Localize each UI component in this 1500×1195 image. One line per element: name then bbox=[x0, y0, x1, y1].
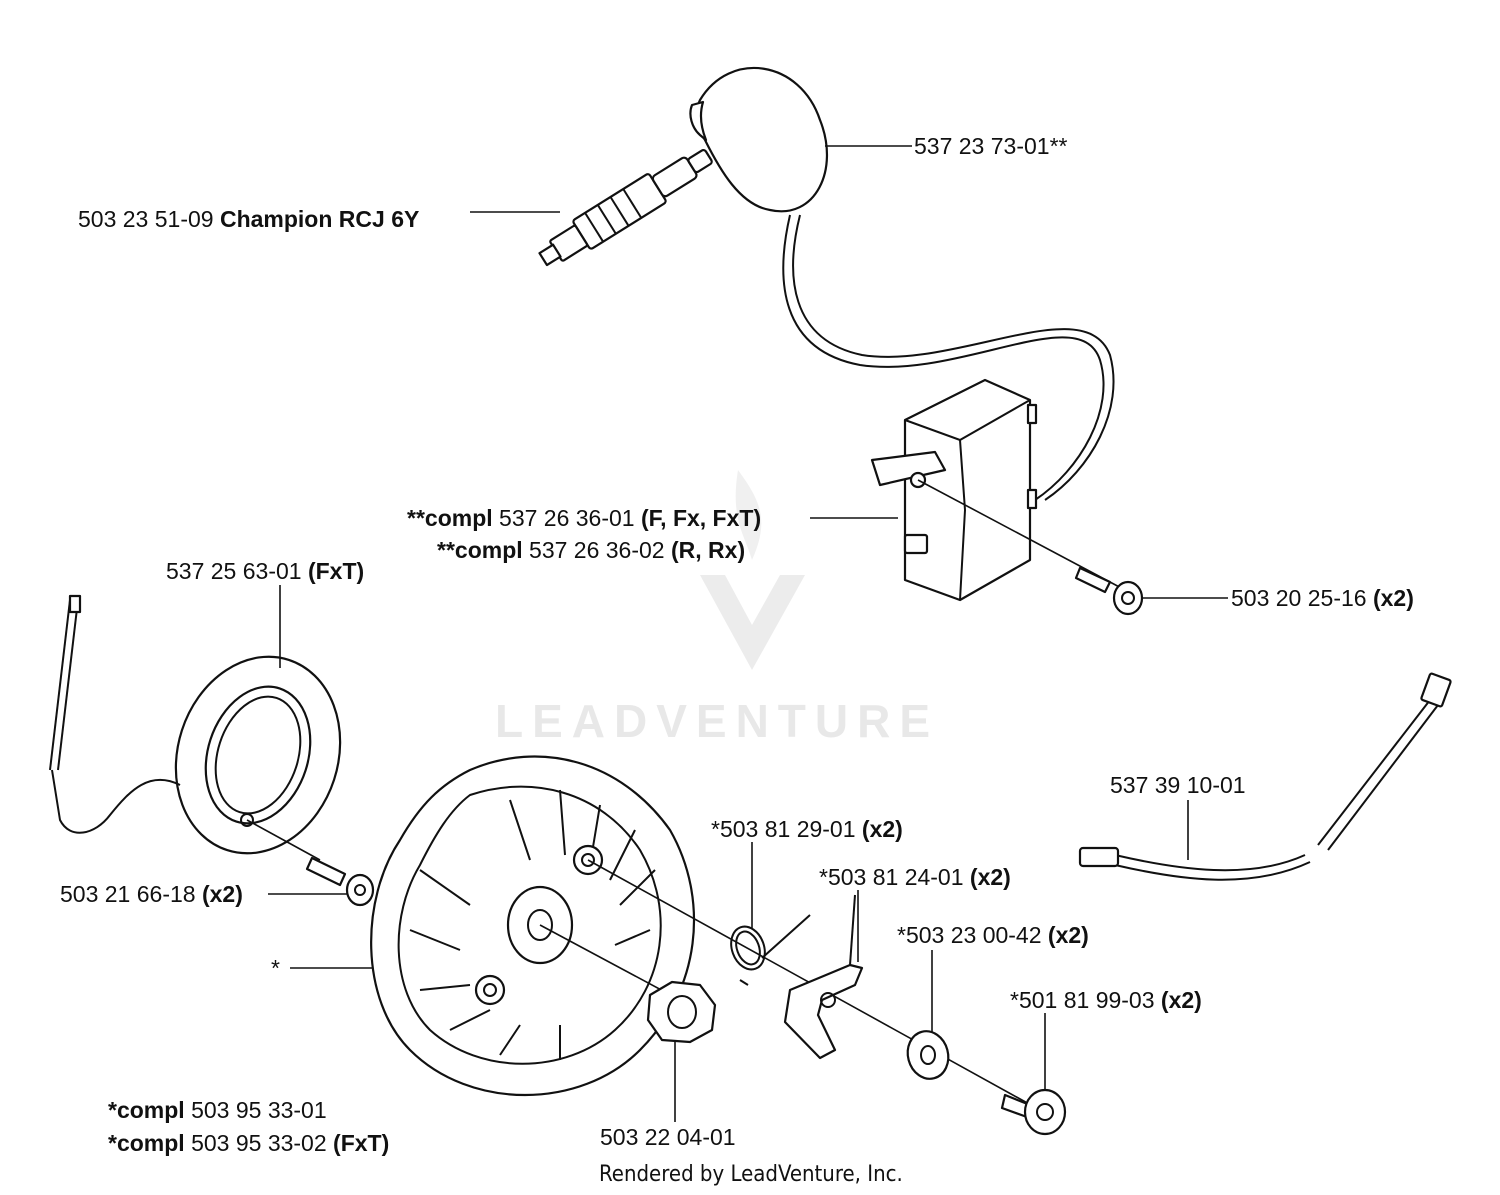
part-note: (x2) bbox=[861, 816, 903, 842]
plug-cap-icon bbox=[689, 66, 1115, 501]
label-module-1: **compl 537 26 36-01 (F, Fx, FxT) bbox=[407, 505, 761, 531]
part-note: Champion RCJ 6Y bbox=[219, 206, 420, 232]
part-number: 503 95 33-01 bbox=[191, 1097, 327, 1123]
label-nut: 503 22 04-01 bbox=[600, 1124, 736, 1150]
part-note: (x2) bbox=[201, 881, 243, 907]
part-number: 503 20 25-16 bbox=[1231, 585, 1367, 611]
screw-icon bbox=[917, 479, 1144, 616]
footer-credit: Rendered by LeadVenture, Inc. bbox=[599, 1162, 903, 1187]
part-note: (x2) bbox=[1372, 585, 1414, 611]
label-coil-screw: 503 21 66-18 (x2) bbox=[60, 881, 243, 907]
ignition-module-icon bbox=[870, 378, 1038, 602]
part-number: 537 26 36-01 bbox=[499, 505, 635, 531]
nut-icon bbox=[646, 980, 717, 1044]
screw-icon bbox=[246, 819, 375, 907]
part-note: (FxT) bbox=[307, 558, 365, 584]
spark-plug-icon bbox=[538, 149, 713, 267]
part-number: 537 25 63-01 bbox=[166, 558, 302, 584]
label-module-2: **compl 537 26 36-02 (R, Rx) bbox=[437, 537, 745, 563]
part-note: (FxT) bbox=[333, 1130, 390, 1156]
label-pawl: *503 81 24-01 (x2) bbox=[819, 864, 1011, 890]
part-note: (x2) bbox=[1160, 987, 1202, 1013]
part-prefix: **compl bbox=[437, 537, 523, 563]
spring-ring-icon bbox=[730, 914, 811, 986]
part-number: 537 23 73-01** bbox=[914, 133, 1068, 159]
part-number: * bbox=[271, 955, 280, 981]
part-prefix: *compl bbox=[108, 1097, 185, 1123]
label-flywheel-2: *compl 503 95 33-02 (FxT) bbox=[108, 1130, 389, 1156]
part-number: 503 95 33-02 bbox=[191, 1130, 327, 1156]
part-note: (F, Fx, FxT) bbox=[641, 505, 762, 531]
label-ring: *503 81 29-01 (x2) bbox=[711, 816, 903, 842]
part-number: *501 81 99-03 bbox=[1010, 987, 1155, 1013]
part-number: *503 23 00-42 bbox=[897, 922, 1042, 948]
part-number: *503 81 24-01 bbox=[819, 864, 964, 890]
part-note: (x2) bbox=[1047, 922, 1089, 948]
part-number: 537 26 36-02 bbox=[529, 537, 665, 563]
label-plug-cap: 537 23 73-01** bbox=[914, 133, 1067, 159]
flywheel-icon bbox=[370, 755, 696, 1096]
part-number: 503 21 66-18 bbox=[60, 881, 196, 907]
part-number: 503 22 04-01 bbox=[600, 1124, 736, 1150]
part-number: *503 81 29-01 bbox=[711, 816, 856, 842]
washer-icon bbox=[906, 1030, 950, 1080]
label-coil: 537 25 63-01 (FxT) bbox=[166, 558, 364, 584]
label-flywheel-1: *compl 503 95 33-01 bbox=[108, 1097, 327, 1123]
screw-icon bbox=[1000, 1088, 1067, 1136]
label-module-screw: 503 20 25-16 (x2) bbox=[1231, 585, 1414, 611]
coil-icon bbox=[49, 594, 342, 855]
label-pawl-screw: *501 81 99-03 (x2) bbox=[1010, 987, 1202, 1013]
label-spark-plug: 503 23 51-09 Champion RCJ 6Y bbox=[78, 206, 419, 232]
label-flywheel-star: * bbox=[271, 955, 280, 981]
label-wire: 537 39 10-01 bbox=[1110, 772, 1246, 798]
part-note: (x2) bbox=[969, 864, 1011, 890]
part-number: 537 39 10-01 bbox=[1110, 772, 1246, 798]
leader-lines bbox=[268, 145, 1228, 1122]
pawl-icon bbox=[783, 894, 864, 1060]
part-note: (R, Rx) bbox=[671, 537, 746, 563]
part-number: 503 23 51-09 bbox=[78, 206, 214, 232]
watermark-text: LEADVENTURE bbox=[495, 695, 940, 747]
wire-icon bbox=[1078, 672, 1452, 881]
label-washer: *503 23 00-42 (x2) bbox=[897, 922, 1089, 948]
part-prefix: **compl bbox=[407, 505, 493, 531]
part-prefix: *compl bbox=[108, 1130, 185, 1156]
